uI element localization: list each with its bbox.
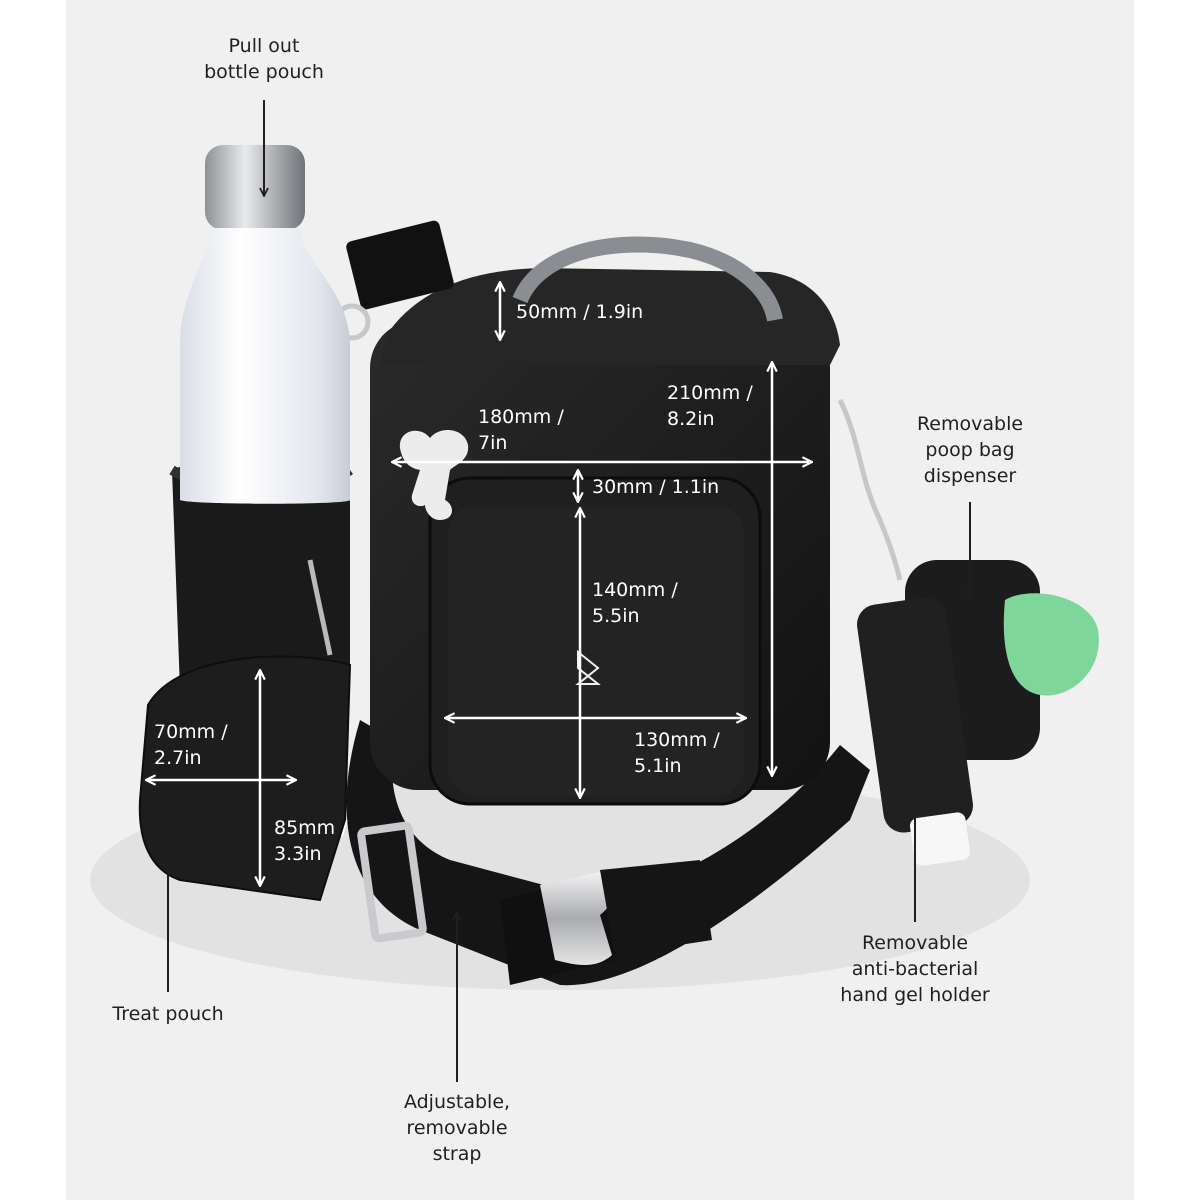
pocket-width-dimension: 130mm / 5.1in bbox=[634, 729, 720, 777]
shoulder-strap bbox=[346, 720, 870, 986]
water-bottle bbox=[180, 228, 350, 504]
top-strap-loop bbox=[346, 220, 454, 310]
gel-bottle-cap bbox=[909, 812, 971, 866]
side-carabiners bbox=[837, 398, 903, 581]
poop-bag-label: Removable poop bag dispenser bbox=[916, 413, 1024, 487]
bottle-side-pouch bbox=[172, 458, 350, 702]
bag-handle bbox=[512, 236, 783, 322]
bag-width-dimension: 180mm / 7in bbox=[478, 406, 564, 454]
front-pocket-panel bbox=[448, 505, 744, 797]
bone-toy bbox=[399, 429, 469, 520]
treat-pouch-clip bbox=[307, 559, 333, 656]
pocket-height-dimension: 140mm / 5.5in bbox=[592, 579, 678, 627]
strap-adjuster bbox=[357, 821, 427, 943]
strap-end bbox=[600, 860, 712, 955]
green-poop-bags bbox=[1003, 593, 1099, 696]
pocket-depth-dimension: 30mm / 1.1in bbox=[592, 476, 720, 498]
depth-dimension: 50mm / 1.9in bbox=[516, 301, 644, 323]
gel-holder bbox=[857, 597, 973, 833]
bottle-cap bbox=[205, 145, 305, 230]
strap-label: Adjustable, removable strap bbox=[403, 1091, 511, 1165]
hand-gel-label: Removable anti-bacterial hand gel holder bbox=[840, 932, 990, 1006]
treat-width-dimension: 70mm / 2.7in bbox=[154, 721, 228, 769]
bottle-pouch-label: Pull out bottle pouch bbox=[204, 35, 324, 83]
treat-pouch-label: Treat pouch bbox=[112, 1003, 224, 1025]
bag-height-dimension: 210mm / 8.2in bbox=[667, 382, 753, 430]
treat-height-dimension: 85mm / 3.3in bbox=[274, 817, 348, 865]
strap-buckle-male bbox=[540, 872, 614, 965]
